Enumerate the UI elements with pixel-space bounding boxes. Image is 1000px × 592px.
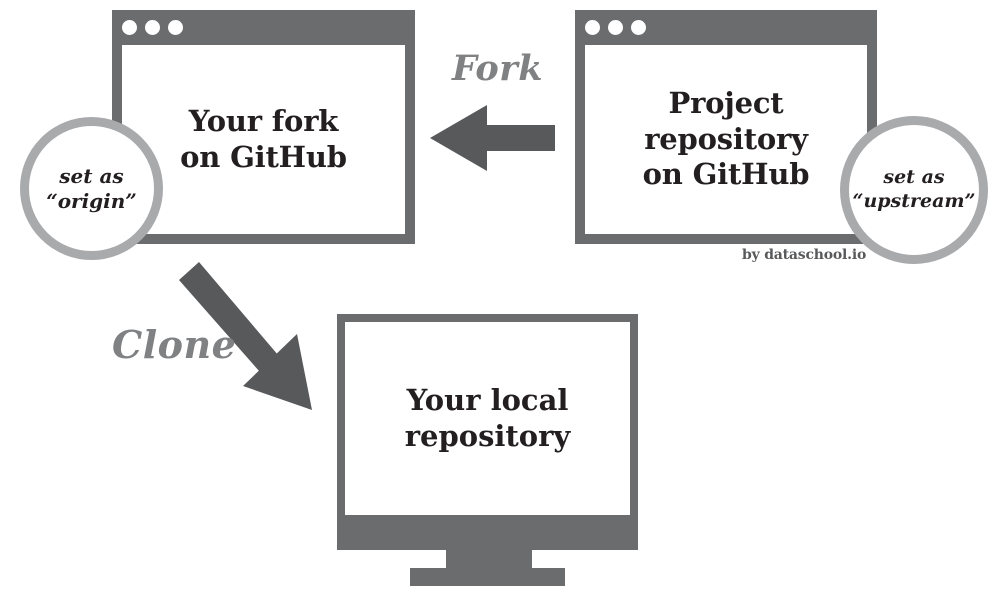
window-titlebar — [112, 10, 415, 45]
window-dot-icon — [145, 20, 160, 35]
edge-label-clone: Clone — [112, 322, 237, 367]
window-dot-icon — [631, 20, 646, 35]
node-label-project-repository: Project repository on GitHub — [642, 86, 810, 192]
browser-window-your-fork: Your fork on GitHub — [112, 10, 415, 244]
edge-label-fork: Fork — [452, 48, 543, 89]
monitor-screen-area: Your local repository — [345, 322, 630, 515]
window-dot-icon — [608, 20, 623, 35]
window-dot-icon — [585, 20, 600, 35]
node-label-your-fork: Your fork on GitHub — [180, 104, 347, 174]
browser-window-project-repository: Project repository on GitHub — [575, 10, 877, 244]
attribution-text: by dataschool.io — [742, 247, 867, 263]
fork-arrow-icon — [430, 105, 555, 171]
badge-label-upstream: set as “upstream” — [852, 166, 976, 212]
monitor-neck — [446, 550, 532, 571]
badge-label-origin: set as “origin” — [46, 163, 137, 213]
badge-set-as-origin: set as “origin” — [20, 117, 163, 260]
monitor-base — [410, 568, 565, 586]
clone-arrow-icon — [179, 262, 312, 410]
window-dot-icon — [122, 20, 137, 35]
window-titlebar — [575, 10, 877, 45]
window-screen-area: Project repository on GitHub — [585, 45, 867, 234]
node-label-local-repository: Your local repository — [404, 383, 571, 453]
monitor-bezel: Your local repository — [337, 314, 638, 550]
window-screen-area: Your fork on GitHub — [122, 45, 405, 234]
window-dot-icon — [168, 20, 183, 35]
badge-set-as-upstream: set as “upstream” — [840, 116, 988, 264]
